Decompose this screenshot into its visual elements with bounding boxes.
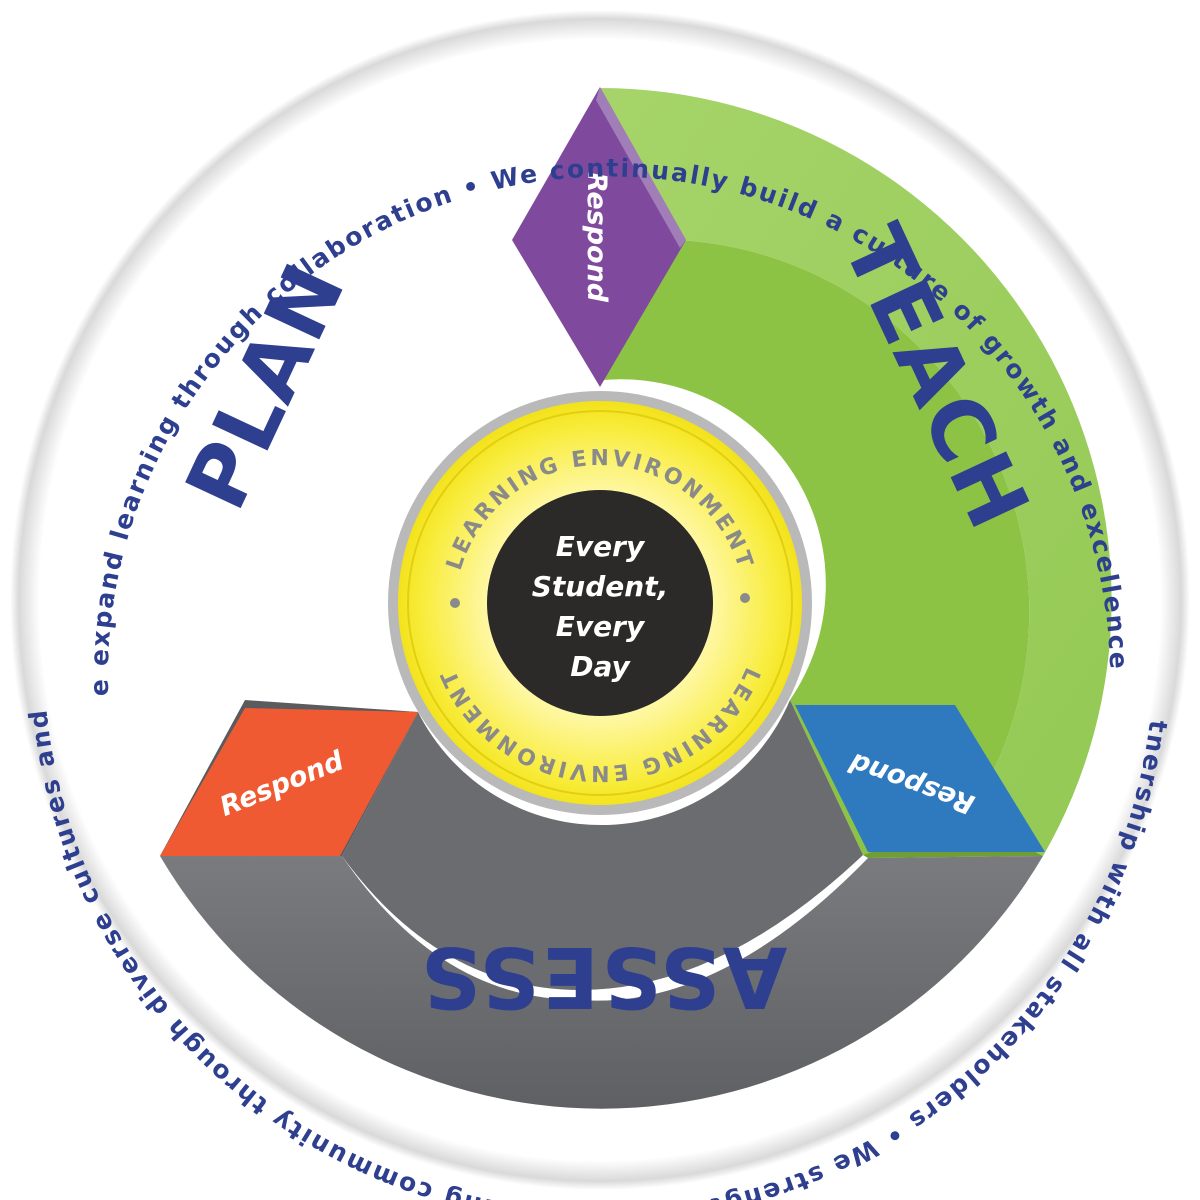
core-line-4: Day	[570, 650, 631, 683]
env-dot-left	[450, 598, 460, 608]
phase-assess-label: ASSESS	[419, 928, 788, 1026]
core-line-3: Every	[556, 610, 646, 643]
respond-right-shape: Respond	[795, 705, 1045, 852]
core-line-2: Student,	[532, 570, 668, 603]
env-dot-right	[740, 593, 750, 603]
core-line-1: Every	[556, 530, 646, 563]
respond-left-shape: Respond	[160, 708, 418, 856]
core-circle: Every Student, Every Day	[487, 490, 713, 716]
respond-top-label: Respond	[581, 172, 612, 303]
respond-top-diamond: Respond	[512, 87, 686, 387]
learning-environment-ring: LEARNING ENVIRONMENT LEARNING ENVIRONMEN…	[388, 391, 812, 815]
